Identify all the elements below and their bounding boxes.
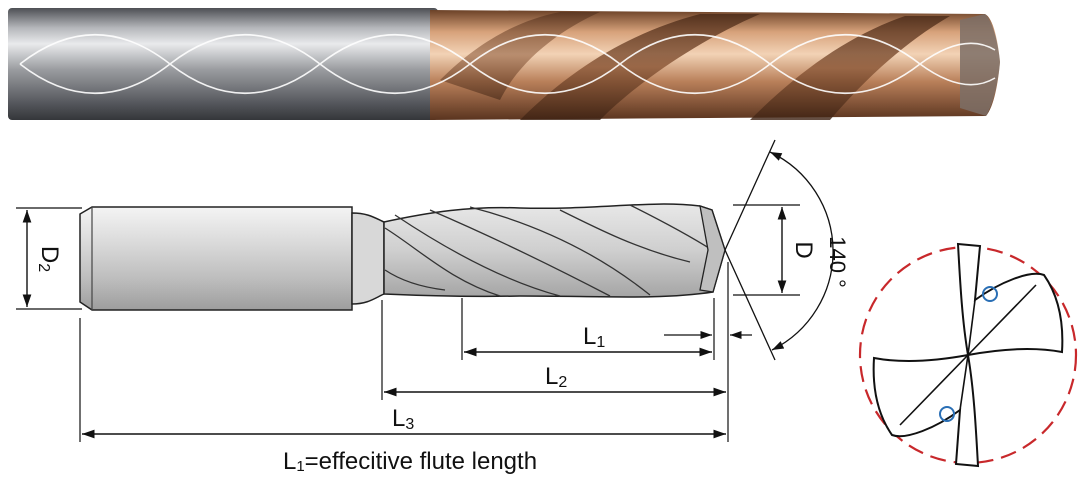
drill-flute-dark-3 — [440, 12, 600, 100]
angle-label: 140° — [825, 236, 850, 288]
helix-lines-photo — [19, 33, 996, 95]
coolant-hole-upper — [982, 286, 998, 302]
coolant-hole-lower — [939, 406, 955, 422]
end-view-lip-lower — [872, 353, 980, 468]
l1-label: L1 — [583, 323, 605, 351]
drill-flute-dark-1 — [520, 14, 760, 120]
drawing-neck — [351, 212, 385, 305]
dimension-d: D — [733, 204, 817, 296]
caption-flute-length: L1=effecitive flute length — [282, 448, 538, 475]
dimension-l3: L3 — [82, 405, 726, 439]
drill-flute-dark-2 — [750, 16, 950, 120]
extension-lines — [79, 262, 729, 442]
d-label: D — [790, 241, 817, 258]
drawing-shank — [79, 206, 353, 311]
drill-shank-photo — [8, 8, 438, 120]
dimension-point-angle: 140° — [724, 139, 850, 361]
drill-photo — [8, 8, 1000, 120]
end-view-lip-upper — [956, 242, 1064, 357]
drawing-flute-helix-lines — [384, 204, 713, 297]
drill-tip-photo — [960, 14, 1000, 116]
d2-label: D2 — [35, 246, 63, 272]
dimension-d2: D2 — [16, 207, 82, 310]
l2-label: L2 — [545, 363, 567, 391]
drawing-flute-body — [383, 203, 726, 298]
drill-drawing: D2 D 140° — [16, 139, 850, 442]
l3-label: L3 — [392, 405, 414, 433]
dimension-l1: L1 — [464, 323, 752, 357]
dimension-l2: L2 — [384, 363, 726, 397]
drill-end-view — [858, 242, 1078, 468]
drawing-drill-point — [699, 205, 726, 293]
